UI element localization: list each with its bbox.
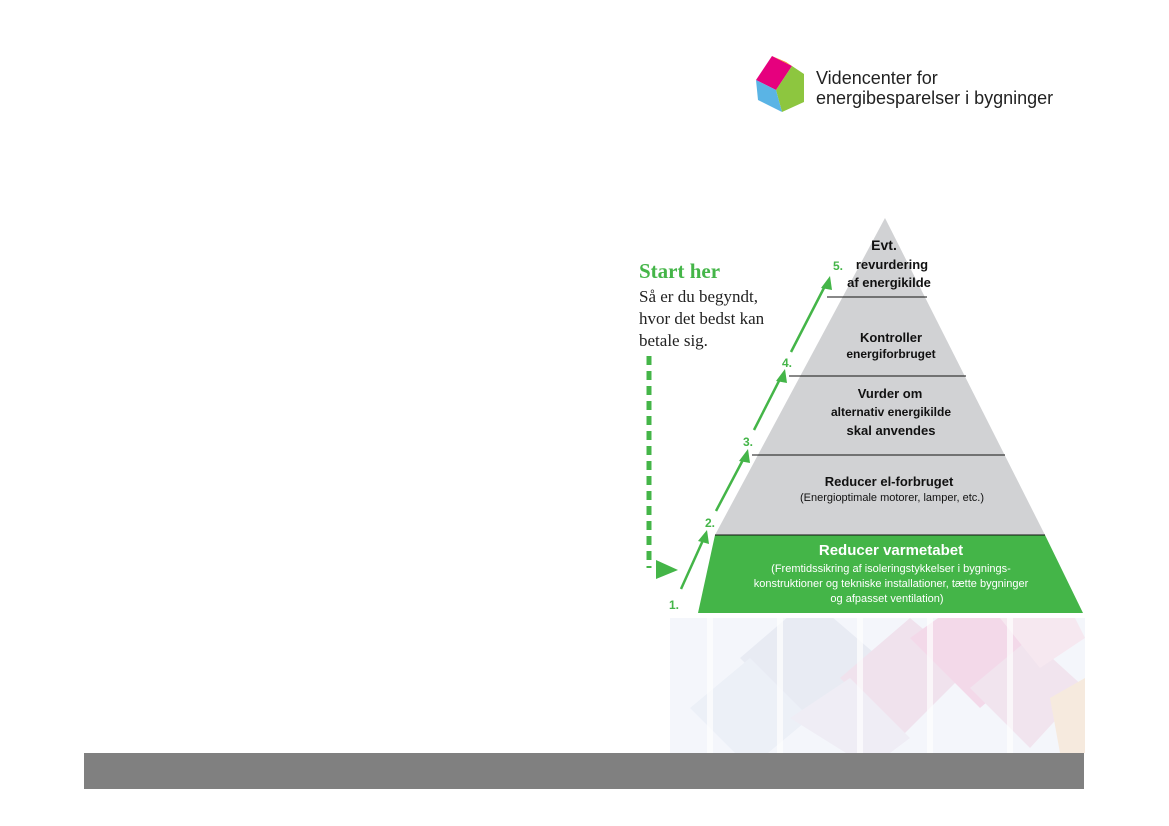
step-number-1: 1.: [669, 598, 679, 612]
start-title: Start her: [639, 259, 721, 283]
start-line-3: betale sig.: [639, 331, 708, 350]
arrow-head-icon: [739, 449, 750, 463]
level4-line-2: energiforbruget: [846, 347, 935, 361]
level1-title: Reducer varmetabet: [819, 542, 963, 559]
logo-line-1: Videncenter for: [816, 68, 938, 88]
step-arrow: [679, 537, 706, 590]
start-line-1: Så er du begyndt,: [639, 287, 758, 306]
step-arrow: [789, 283, 828, 353]
start-description: Så er du begyndt, hvor det bedst kan bet…: [639, 286, 799, 352]
start-arrow-head-icon: [656, 560, 678, 579]
logo-line-2: energibesparelser i bygninger: [816, 88, 1054, 108]
level2-subtitle: (Energioptimale motorer, lamper, etc.): [800, 492, 984, 504]
step-arrows: [679, 283, 828, 590]
step-arrow: [752, 376, 783, 431]
arrow-head-icon: [776, 369, 787, 383]
step-number-2: 2.: [705, 516, 715, 530]
level1-line-2: konstruktioner og tekniske installatione…: [754, 578, 1029, 590]
level5-line-2: revurdering: [856, 257, 928, 272]
level3-line-3: skal anvendes: [847, 423, 936, 438]
decorative-pattern: [670, 618, 1085, 753]
footer-bar: [84, 753, 1084, 789]
logo-text: Videncenter for energibesparelser i bygn…: [816, 68, 1053, 108]
house-cube-logo-icon: [756, 56, 804, 112]
level2-title: Reducer el-forbruget: [825, 474, 954, 489]
level1-line-1: (Fremtidssikring af isoleringstykkelser …: [771, 563, 1011, 575]
level4-line-1: Kontroller: [860, 330, 922, 345]
step-arrow: [714, 455, 747, 512]
step-arrow-heads: [698, 276, 832, 544]
arrow-head-icon: [698, 530, 709, 544]
level5-line-1: Evt.: [871, 237, 897, 253]
energy-pyramid: Evt. revurdering af energikilde Kontroll…: [646, 218, 1083, 613]
pyramid-base-level: [698, 535, 1083, 613]
arrow-head-icon: [821, 276, 832, 290]
diamond-pattern-graphic: [670, 618, 1085, 753]
level1-line-3: og afpasset ventilation): [830, 593, 943, 605]
start-line-2: hvor det bedst kan: [639, 309, 765, 328]
logo: Videncenter for energibesparelser i bygn…: [752, 52, 1062, 114]
step-number-5: 5.: [833, 259, 843, 273]
step-number-4: 4.: [782, 356, 792, 370]
level3-line-2: alternativ energikilde: [831, 405, 951, 419]
level5-line-3: af energikilde: [847, 275, 931, 290]
step-number-3: 3.: [743, 435, 753, 449]
level3-line-1: Vurder om: [858, 386, 923, 401]
